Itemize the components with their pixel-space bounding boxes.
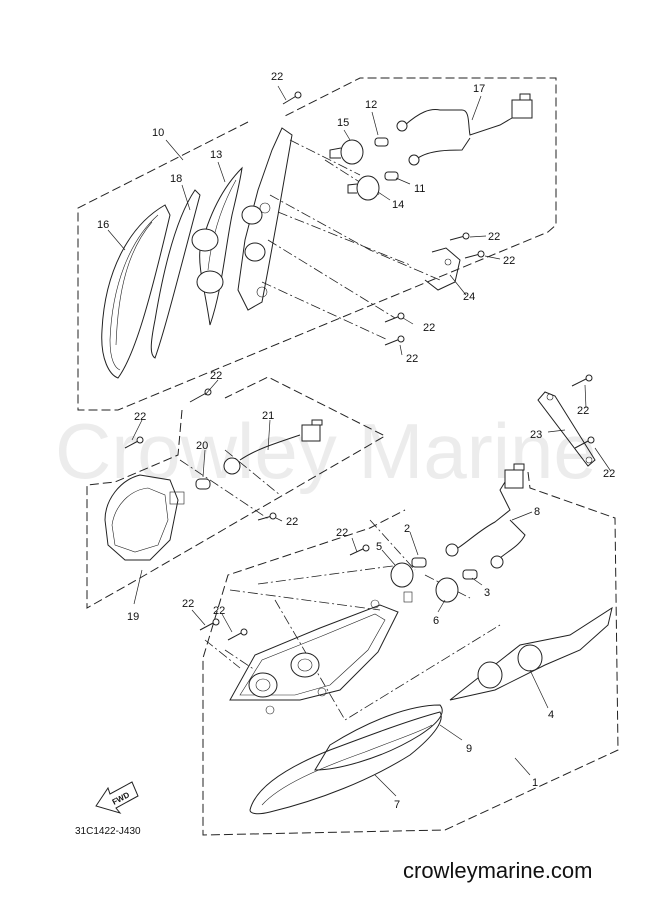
callout-22-l: 22 — [182, 598, 194, 610]
part-21-wire-harness — [223, 419, 323, 475]
fwd-arrow-icon: FWD — [95, 781, 139, 814]
callout-22-g: 22 — [134, 411, 146, 423]
part-18-gasket — [150, 189, 201, 359]
part-8-wire-harness — [445, 463, 526, 569]
callout-3: 3 — [484, 587, 490, 599]
part-20-bulb — [195, 478, 211, 490]
callout-19: 19 — [127, 611, 139, 623]
assembly-19-boundary — [86, 376, 387, 609]
part-16-outer-lens — [101, 204, 171, 379]
callout-22-j: 22 — [603, 468, 615, 480]
callout-12: 12 — [365, 99, 377, 111]
callout-10: 10 — [152, 127, 164, 139]
callout-22-d: 22 — [423, 322, 435, 334]
leader-lines — [107, 85, 611, 797]
callout-6: 6 — [433, 615, 439, 627]
callout-4: 4 — [548, 709, 554, 721]
callout-1: 1 — [532, 777, 538, 789]
callout-14: 14 — [392, 199, 404, 211]
screws-lower — [199, 374, 595, 641]
callout-22-b: 22 — [488, 231, 500, 243]
callout-16: 16 — [97, 219, 109, 231]
callout-21: 21 — [262, 410, 274, 422]
callout-22-k: 22 — [336, 527, 348, 539]
callout-22-c: 22 — [503, 255, 515, 267]
callouts: 22 17 12 15 10 13 18 11 14 16 22 22 24 2… — [97, 71, 615, 811]
screws-upper — [282, 91, 485, 346]
callout-17: 17 — [473, 83, 485, 95]
callout-15: 15 — [337, 117, 349, 129]
part-15-socket — [329, 139, 364, 165]
callout-22-e: 22 — [406, 353, 418, 365]
part-23-bracket — [537, 391, 596, 467]
callout-9: 9 — [466, 743, 472, 755]
part-19-side-light — [104, 474, 185, 561]
part-10-housing — [191, 127, 293, 311]
part-3-bulb — [462, 569, 478, 580]
callout-5: 5 — [376, 541, 382, 553]
reference-lines — [179, 139, 501, 721]
part-1-housing — [229, 599, 399, 715]
callout-24: 24 — [463, 291, 475, 303]
callout-23: 23 — [530, 429, 542, 441]
part-7-outer-lens — [249, 711, 442, 815]
part-17-wire-harness — [396, 93, 533, 166]
callout-2: 2 — [404, 523, 410, 535]
part-24-bracket — [424, 247, 461, 291]
part-4-reflector — [449, 606, 613, 701]
callout-22-i: 22 — [577, 405, 589, 417]
part-6-socket — [435, 577, 459, 603]
assembly-10-boundary — [77, 77, 557, 411]
part-2-bulb — [411, 557, 427, 568]
callout-13: 13 — [210, 149, 222, 161]
callout-22-m: 22 — [213, 605, 225, 617]
callout-7: 7 — [394, 799, 400, 811]
diagram-code: 31C1422-J430 — [75, 826, 141, 837]
part-9-gasket — [314, 704, 443, 771]
callout-22: 22 — [271, 71, 283, 83]
assembly-1-boundary — [202, 471, 619, 836]
callout-11: 11 — [414, 183, 425, 195]
part-12-bulb — [374, 137, 389, 147]
part-11-bulb — [384, 171, 399, 181]
callout-8: 8 — [534, 506, 540, 518]
callout-18: 18 — [170, 173, 182, 185]
callout-22-f: 22 — [210, 370, 222, 382]
callout-22-h: 22 — [286, 516, 298, 528]
part-13-reflector — [199, 166, 243, 326]
site-url: crowleymarine.com — [403, 858, 593, 883]
part-14-socket — [347, 175, 380, 201]
callout-20: 20 — [196, 440, 208, 452]
part-5-socket — [390, 562, 414, 603]
